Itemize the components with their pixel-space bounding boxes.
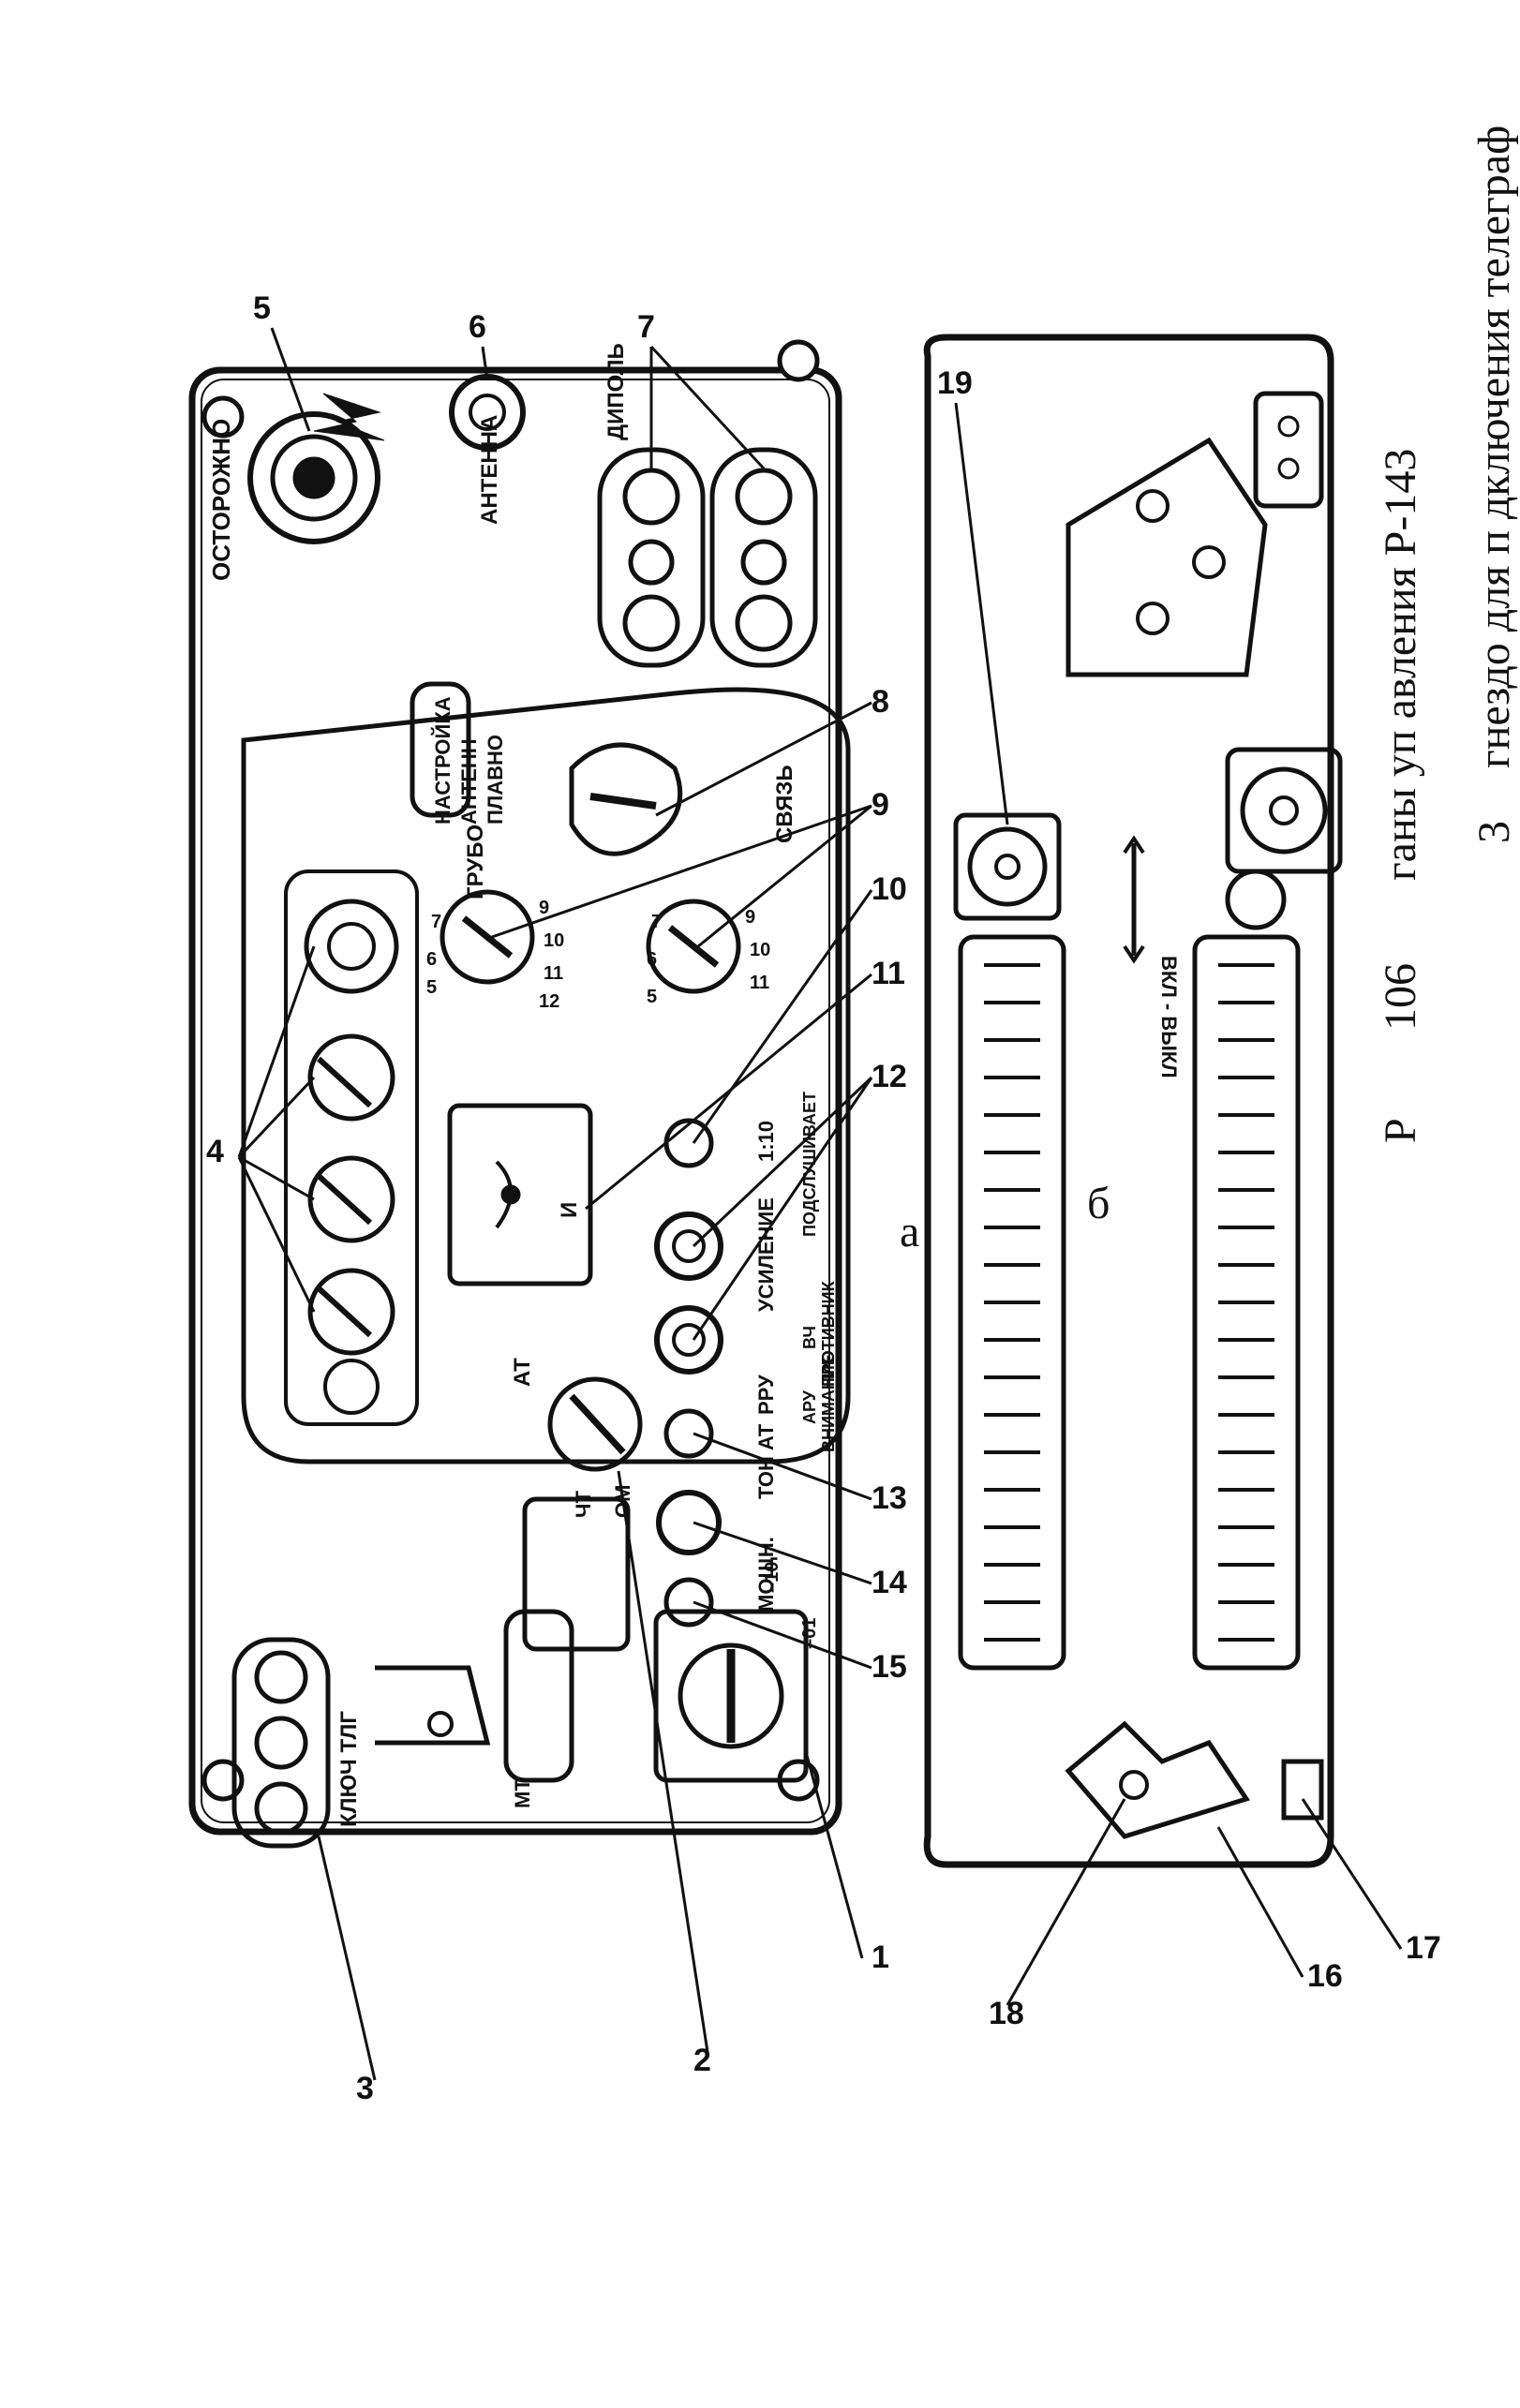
mount-bracket [1065,391,1324,677]
attention-label: ВНИМАНИЕ [819,1354,838,1452]
dipole-label: ДИПОЛЬ [604,343,629,440]
tone-at-knob [656,1490,722,1555]
callout-2: 2 [693,2043,711,2078]
rru-switch [663,1408,714,1459]
cooling-fins [958,934,1301,1671]
caption-fig: Р [1376,1118,1425,1143]
link-label: СВЯЗЬ [772,765,797,843]
callout-5: 5 [253,290,271,326]
at-label: АТ [510,1358,535,1387]
callout-10: 10 [872,871,907,907]
callout-6: 6 [469,309,486,345]
subfig-a: а [900,1207,919,1256]
callout-1: 1 [872,1940,889,1975]
front-panel: ОСТОРОЖНО АНТЕННА ДИПОЛЬ ГРУБО НАСТРОЙКА… [188,339,919,1849]
power-switch-arrow [1123,835,1145,964]
telegraph-key-sockets [231,1637,331,1849]
chm-label: ЧТ [572,1491,595,1518]
mt-handle [375,1609,574,1783]
svg-text:9: 9 [745,907,755,928]
svg-text:10: 10 [544,930,564,951]
power-switch [663,1577,714,1628]
frequency-knobs [284,870,419,1426]
key-label: КЛЮЧ ТЛГ [336,1711,362,1827]
svg-text:10: 10 [750,940,770,960]
antenna-connector [247,411,380,544]
svg-text:12: 12 [539,991,559,1012]
svg-text:6: 6 [647,949,657,970]
dial-scale-coarse: 5 6 7 9 10 11 12 [426,898,564,1012]
counter-label: ПРОТИВНИК [819,1280,838,1387]
mode-selector [547,1376,643,1472]
callout-4: 4 [206,1134,224,1169]
jack-21 [1225,869,1287,930]
caption-side-num: 3 [1469,821,1519,843]
callout-16: 16 [1307,1958,1343,1994]
callout-11: 11 [872,956,905,991]
callout-13: 13 [872,1480,907,1516]
callout-15: 15 [872,1649,907,1685]
mt-label: МТ [511,1778,534,1808]
screw-icon [201,395,245,438]
svg-text:6: 6 [426,949,437,970]
switch-label: ВКЛ - ВЫКЛ [1157,956,1181,1078]
callout-3: 3 [356,2071,374,2106]
svg-text:5: 5 [426,977,437,998]
gain-label: УСИЛЕНИЕ [754,1197,778,1312]
vch-label: ВЧ [800,1326,819,1349]
screw-icon [777,339,820,382]
hears-label: ПОДСЛУШИВАЕТ [800,1092,819,1237]
coarse-label: ГРУБО [463,825,488,899]
callout-8: 8 [872,684,889,720]
caption-fig-num: 106 [1376,963,1425,1031]
antenna-tuning-control [569,742,683,856]
antenna-label: АНТЕННА [477,415,502,525]
callout-17: 17 [1406,1930,1441,1966]
meter-i-label: И [557,1202,582,1218]
svg-text:11: 11 [750,973,769,993]
meter [447,1103,593,1286]
callout-9: 9 [872,787,889,823]
minus10-label: –10 [762,1562,782,1593]
callouts: 1 2 3 4 5 6 7 8 9 10 11 12 13 14 15 16 1… [206,290,1441,2106]
caption-side-text: гнездо для п дключения телеграф [1469,126,1519,768]
bottom-unit: ВКЛ - ВЫКЛ б [923,334,1343,1868]
tuning-label-1: НАСТРОЙКА [431,696,455,825]
subfig-b: б [1087,1179,1110,1228]
connector-20 [1225,747,1343,874]
fine-tuning-knob [646,899,741,994]
rru-label: РРУ [754,1375,778,1415]
dial-scale-fine: 5 6 7 9 10 11 [647,907,770,1007]
svg-text:11: 11 [544,963,563,984]
svg-text:7: 7 [431,912,441,932]
lightning-icon [313,393,385,441]
latch-assembly [1065,1720,1324,1839]
mt-connector [653,1609,809,1783]
connector-19 [953,812,1062,921]
svg-text:7: 7 [651,912,662,932]
gain-knob-left [654,1211,723,1281]
callout-19: 19 [937,365,973,401]
figure-caption: Р 106 ганы уп авления Р-143 гнездо для п… [1376,126,1519,1143]
dipole-sockets [597,447,818,668]
minus01-label: –01 [799,1618,820,1649]
callout-18: 18 [989,1996,1024,2031]
gain-knob-right [654,1305,723,1375]
ratio-label: 1:10 [754,1121,778,1162]
svg-text:9: 9 [539,898,549,918]
warning-label: ОСТОРОЖНО [207,419,235,581]
coarse-tuning-knob [440,889,535,985]
callout-12: 12 [872,1059,907,1094]
aru-label: АРУ [800,1390,819,1424]
callout-7: 7 [637,309,655,345]
tuning-label-2: АНТЕНН [457,738,481,825]
caption-main: ганы уп авления Р-143 [1376,449,1425,881]
svg-text:5: 5 [647,987,657,1007]
tuning-label-3: ПЛАВНО [484,735,507,825]
callout-14: 14 [872,1565,907,1600]
